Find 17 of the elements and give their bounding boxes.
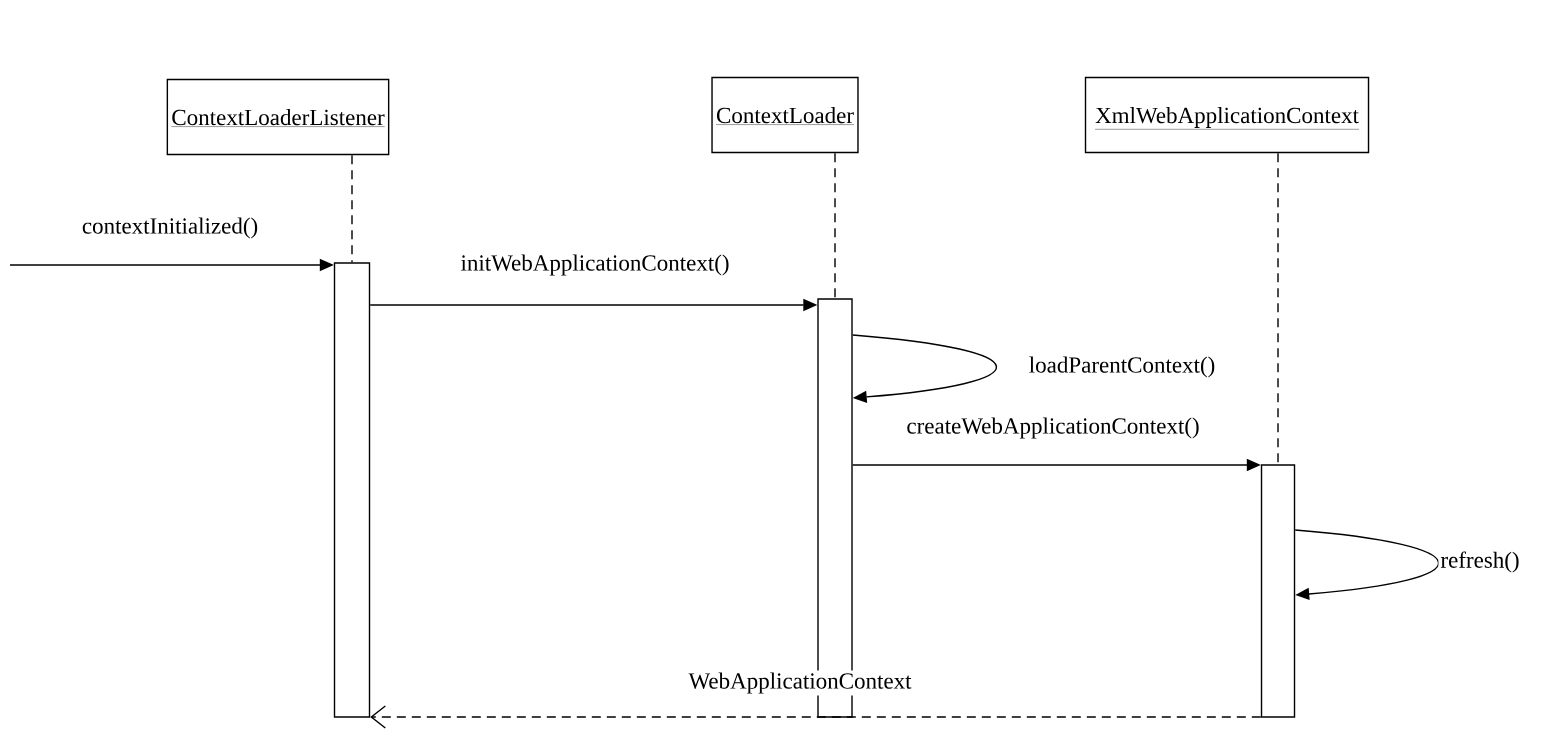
activation-bar xyxy=(333,262,371,718)
return-arrow xyxy=(370,705,1262,729)
edge-label: createWebApplicationContext() xyxy=(904,415,1202,441)
edge-label: initWebApplicationContext() xyxy=(458,252,732,278)
lifeline xyxy=(1277,152,1279,465)
edge-label: contextInitialized() xyxy=(79,215,261,241)
class-box: XmlWebApplicationContext xyxy=(1084,76,1370,154)
activation-bar xyxy=(1260,464,1296,718)
self-call-arrow xyxy=(852,334,998,404)
edge-label: refresh() xyxy=(1438,549,1522,575)
lifeline xyxy=(834,152,836,299)
class-box: ContextLoaderListener xyxy=(166,78,390,156)
edge-label: loadParentContext() xyxy=(1026,354,1218,380)
edge-label: WebApplicationContext xyxy=(686,670,914,696)
self-call-arrow xyxy=(1294,529,1440,601)
class-box: ContextLoader xyxy=(711,76,859,154)
lifeline xyxy=(351,154,353,263)
